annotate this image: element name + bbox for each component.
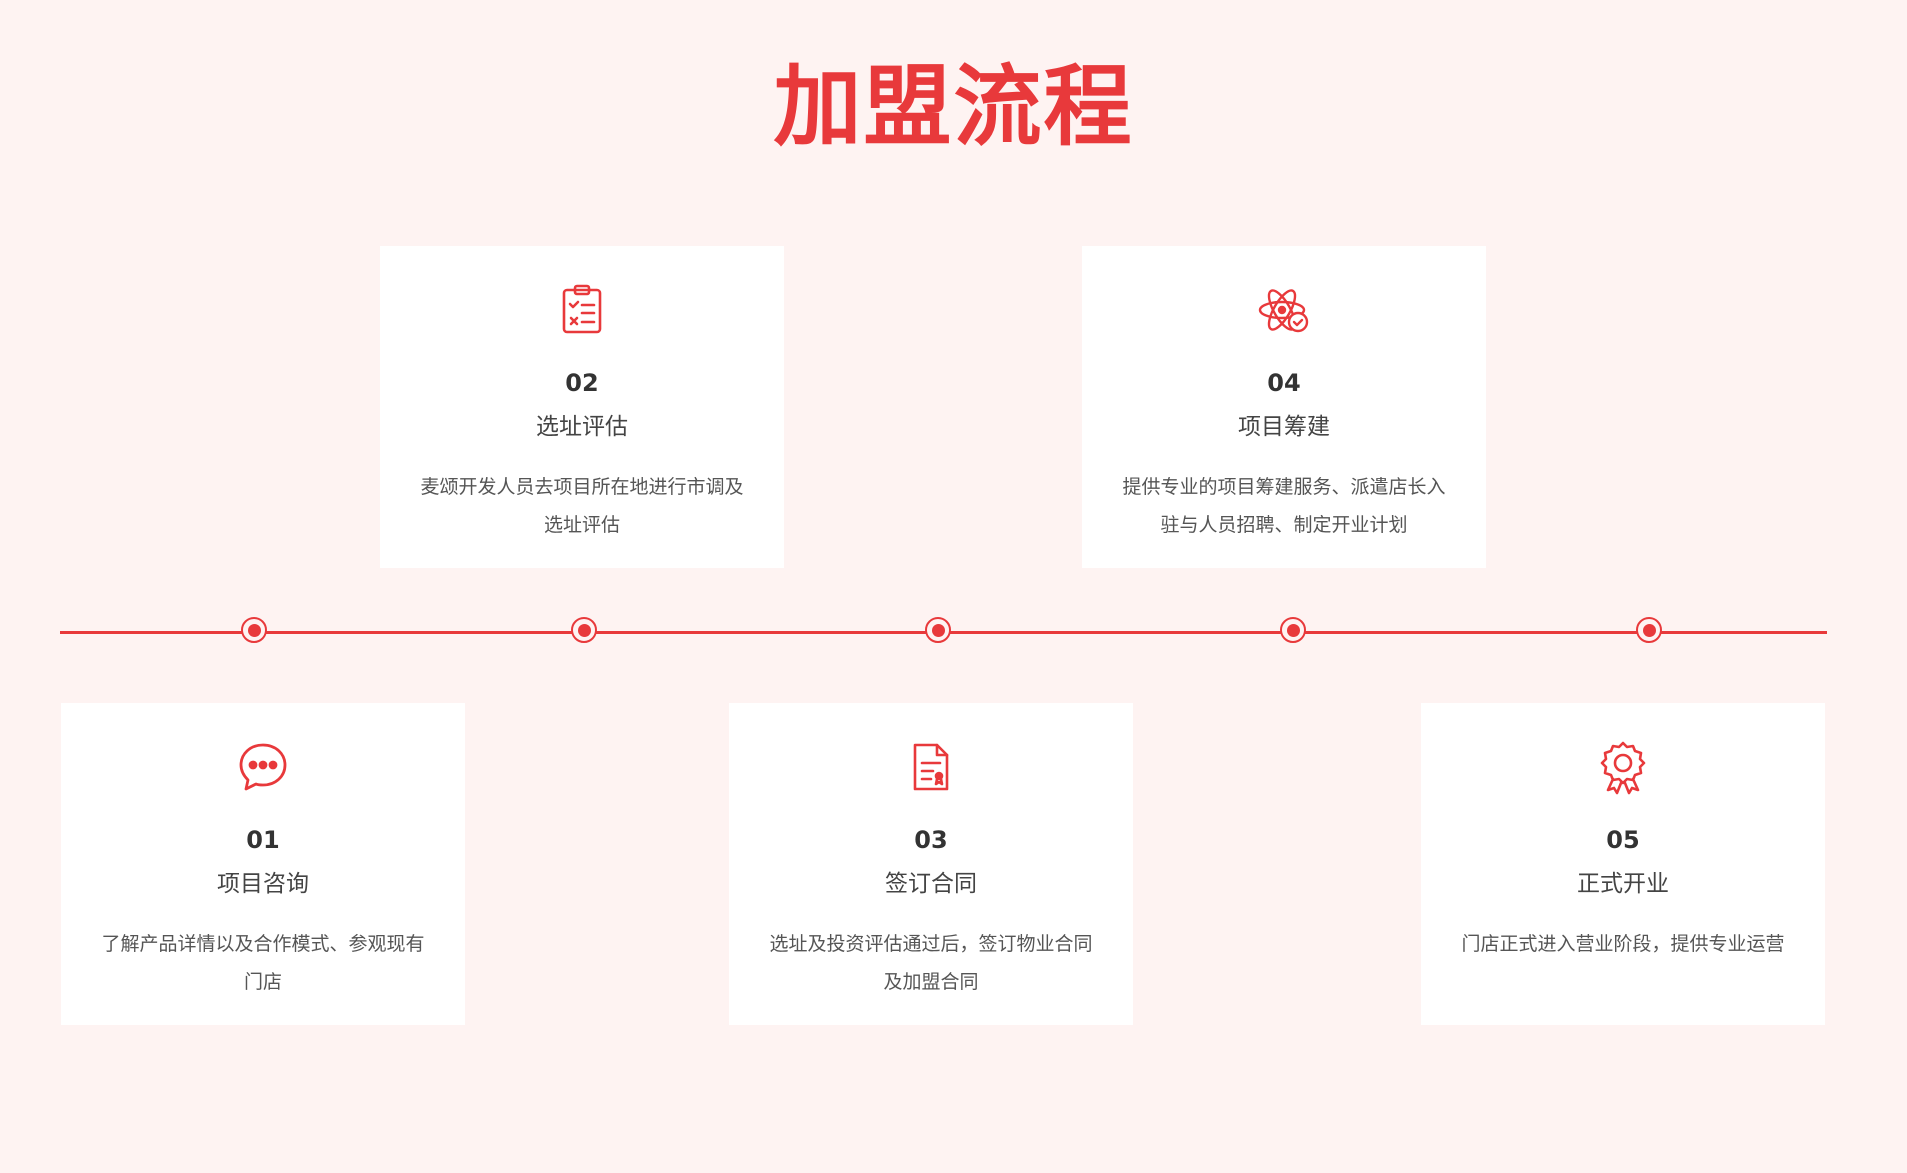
step-name: 正式开业 [1577, 871, 1669, 897]
step-card-01: 01 项目咨询 了解产品详情以及合作模式、参观现有门店 [61, 703, 465, 1025]
step-card-05: 05 正式开业 门店正式进入营业阶段，提供专业运营 [1421, 703, 1825, 1025]
clipboard-checklist-icon [554, 282, 610, 338]
timeline-dot-3 [925, 617, 951, 643]
contract-document-icon [903, 739, 959, 795]
timeline-dot-2 [571, 617, 597, 643]
step-description: 提供专业的项目筹建服务、派遣店长入驻与人员招聘、制定开业计划 [1122, 476, 1446, 536]
step-number: 04 [1267, 369, 1301, 397]
step-description: 麦颂开发人员去项目所在地进行市调及选址评估 [420, 476, 744, 536]
step-card-03: 03 签订合同 选址及投资评估通过后，签订物业合同及加盟合同 [729, 703, 1133, 1025]
step-description: 了解产品详情以及合作模式、参观现有门店 [101, 933, 425, 993]
step-description: 选址及投资评估通过后，签订物业合同及加盟合同 [769, 933, 1093, 993]
step-description: 门店正式进入营业阶段，提供专业运营 [1461, 933, 1785, 955]
timeline-dot-1 [241, 617, 267, 643]
page-title: 加盟流程 [773, 55, 1134, 158]
step-name: 项目筹建 [1238, 414, 1330, 440]
atom-check-icon [1256, 282, 1312, 338]
step-card-02: 02 选址评估 麦颂开发人员去项目所在地进行市调及选址评估 [380, 246, 784, 568]
timeline-dot-5 [1636, 617, 1662, 643]
chat-bubble-icon [235, 739, 291, 795]
step-number: 03 [914, 826, 948, 854]
step-number: 05 [1606, 826, 1640, 854]
step-number: 01 [246, 826, 280, 854]
award-badge-icon [1595, 739, 1651, 795]
step-name: 项目咨询 [217, 871, 309, 897]
step-number: 02 [565, 369, 599, 397]
step-name: 选址评估 [536, 414, 628, 440]
timeline-dot-4 [1280, 617, 1306, 643]
step-card-04: 04 项目筹建 提供专业的项目筹建服务、派遣店长入驻与人员招聘、制定开业计划 [1082, 246, 1486, 568]
step-name: 签订合同 [885, 871, 977, 897]
